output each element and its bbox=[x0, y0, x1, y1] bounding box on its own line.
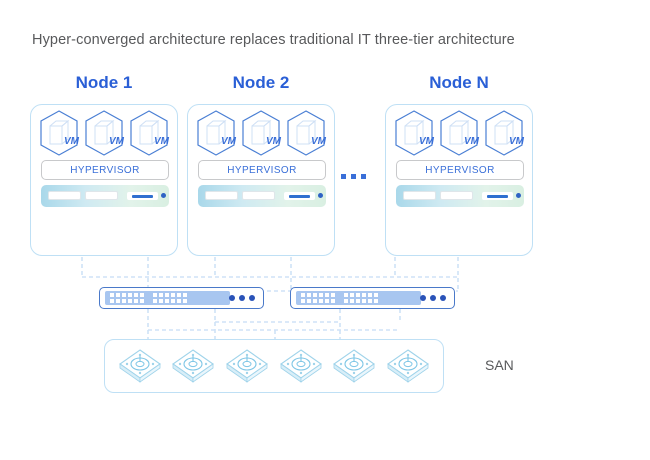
vm-cube-icon[interactable]: VM bbox=[240, 109, 282, 157]
svg-text:VM: VM bbox=[221, 136, 237, 147]
node-box-2[interactable]: VM VM VM HYPERVISOR bbox=[187, 104, 335, 256]
svg-text:VM: VM bbox=[109, 136, 125, 147]
server-appliance[interactable] bbox=[198, 185, 326, 207]
node-label-1: Node 1 bbox=[75, 73, 133, 92]
disk-icon[interactable] bbox=[117, 346, 163, 386]
port-group bbox=[110, 293, 144, 303]
port-group bbox=[344, 293, 378, 303]
san-label: SAN bbox=[485, 357, 514, 373]
server-slot bbox=[205, 191, 238, 200]
status-led-icon bbox=[516, 193, 521, 198]
vm-cube-icon[interactable]: VM bbox=[393, 109, 435, 157]
svg-text:VM: VM bbox=[64, 136, 80, 147]
hypervisor-bar[interactable]: HYPERVISOR bbox=[198, 160, 326, 180]
disk-icon[interactable] bbox=[278, 346, 324, 386]
switch-port-panel bbox=[296, 291, 421, 305]
switch-port-panel bbox=[105, 291, 230, 305]
status-led-icon bbox=[161, 193, 166, 198]
server-tray bbox=[284, 192, 315, 200]
vm-row: VM VM VM bbox=[188, 109, 334, 157]
switch-led-icons bbox=[420, 295, 446, 301]
port-group bbox=[153, 293, 187, 303]
hypervisor-label: HYPERVISOR bbox=[425, 164, 495, 176]
node-box-1[interactable]: VM VM VM HYPERVISOR bbox=[30, 104, 178, 256]
vm-cube-icon[interactable]: VM bbox=[195, 109, 237, 157]
server-slot bbox=[85, 191, 118, 200]
vm-cube-icon[interactable]: VM bbox=[83, 109, 125, 157]
node-label-n: Node N bbox=[429, 73, 489, 92]
san-storage-box[interactable] bbox=[104, 339, 444, 393]
page-title: Hyper-converged architecture replaces tr… bbox=[32, 32, 515, 48]
disk-icon[interactable] bbox=[331, 346, 377, 386]
vm-cube-icon[interactable]: VM bbox=[483, 109, 525, 157]
svg-text:VM: VM bbox=[509, 136, 525, 147]
hypervisor-bar[interactable]: HYPERVISOR bbox=[41, 160, 169, 180]
svg-text:VM: VM bbox=[311, 136, 327, 147]
server-slot bbox=[48, 191, 81, 200]
svg-text:VM: VM bbox=[464, 136, 480, 147]
status-led-icon bbox=[318, 193, 323, 198]
server-appliance[interactable] bbox=[396, 185, 524, 207]
node-label-2: Node 2 bbox=[232, 73, 290, 92]
server-tray bbox=[127, 192, 158, 200]
vm-row: VM VM VM bbox=[31, 109, 177, 157]
vm-cube-icon[interactable]: VM bbox=[38, 109, 80, 157]
hypervisor-bar[interactable]: HYPERVISOR bbox=[396, 160, 524, 180]
hypervisor-label: HYPERVISOR bbox=[227, 164, 297, 176]
node-box-n[interactable]: VM VM VM HYPERVISOR bbox=[385, 104, 533, 256]
switch-led-icons bbox=[229, 295, 255, 301]
vm-cube-icon[interactable]: VM bbox=[128, 109, 170, 157]
svg-text:VM: VM bbox=[266, 136, 282, 147]
hypervisor-label: HYPERVISOR bbox=[70, 164, 140, 176]
server-slot bbox=[403, 191, 436, 200]
disk-icon[interactable] bbox=[385, 346, 431, 386]
server-slot bbox=[242, 191, 275, 200]
server-tray bbox=[482, 192, 513, 200]
disk-icon[interactable] bbox=[224, 346, 270, 386]
network-switch-left[interactable] bbox=[99, 287, 264, 309]
svg-text:VM: VM bbox=[154, 136, 170, 147]
network-switch-right[interactable] bbox=[290, 287, 455, 309]
server-slot bbox=[440, 191, 473, 200]
vm-cube-icon[interactable]: VM bbox=[438, 109, 480, 157]
disk-icon[interactable] bbox=[170, 346, 216, 386]
server-appliance[interactable] bbox=[41, 185, 169, 207]
node-ellipsis-icon bbox=[341, 174, 366, 179]
svg-text:VM: VM bbox=[419, 136, 435, 147]
port-group bbox=[301, 293, 335, 303]
vm-row: VM VM VM bbox=[386, 109, 532, 157]
vm-cube-icon[interactable]: VM bbox=[285, 109, 327, 157]
